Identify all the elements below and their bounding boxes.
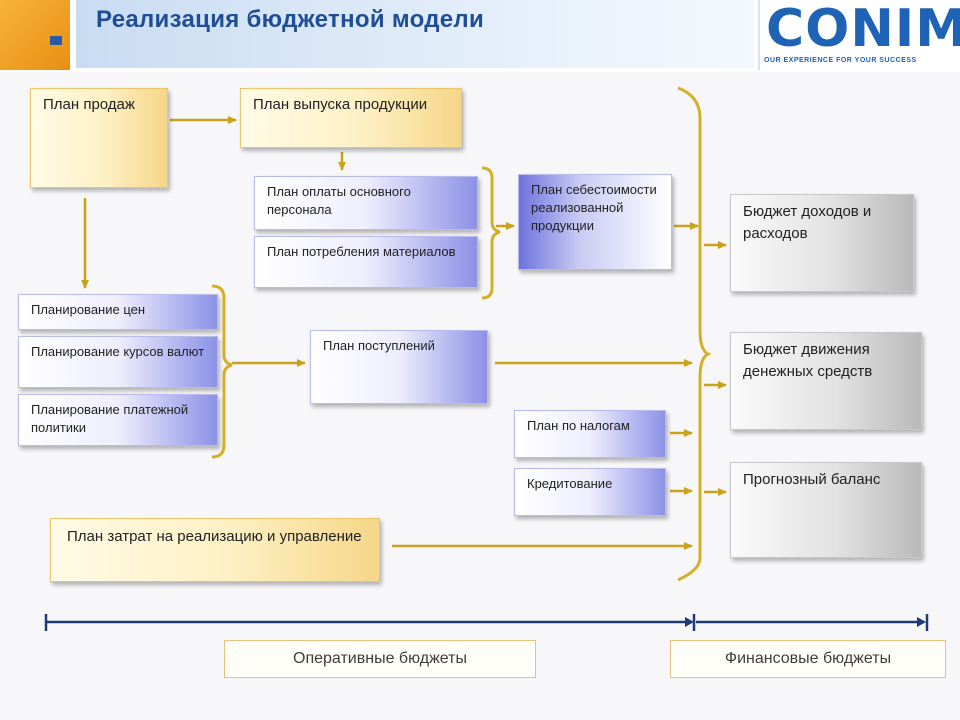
box-price-planning: Планирование цен bbox=[18, 294, 218, 330]
bracket-planning-group bbox=[211, 284, 233, 459]
box-receipts-plan: План поступлений bbox=[310, 330, 488, 404]
timeline bbox=[44, 614, 929, 631]
box-staff-payment-plan: План оплаты основного персонала bbox=[254, 176, 478, 230]
bracket-main bbox=[677, 86, 712, 582]
conim-logo: CONIM OUR EXPERIENCE FOR YOUR SUCCESS bbox=[758, 0, 960, 70]
flow-arrows bbox=[81, 116, 727, 550]
box-cost-plan: План себестоимости реализованной продукц… bbox=[518, 174, 672, 270]
box-sales-plan: План продаж bbox=[30, 88, 168, 188]
box-payment-policy-planning: Планирование платежной политики bbox=[18, 394, 218, 446]
label-operational-budgets: Оперативные бюджеты bbox=[224, 640, 536, 678]
grouping-brackets bbox=[211, 86, 712, 582]
logo-tagline: OUR EXPERIENCE FOR YOUR SUCCESS bbox=[764, 57, 917, 64]
logo-text: CONIM bbox=[766, 0, 960, 59]
bracket-personnel-materials bbox=[481, 166, 501, 300]
label-financial-budgets: Финансовые бюджеты bbox=[670, 640, 946, 678]
box-tax-plan: План по налогам bbox=[514, 410, 666, 458]
header-band: Реализация бюджетной модели bbox=[76, 0, 754, 68]
box-selling-admin-costs: План затрат на реализацию и управление bbox=[50, 518, 380, 582]
box-income-expense-budget: Бюджет доходов и расходов bbox=[730, 194, 914, 292]
box-crediting: Кредитование bbox=[514, 468, 666, 516]
page-title: Реализация бюджетной модели bbox=[96, 6, 485, 33]
box-materials-plan: План потребления материалов bbox=[254, 236, 478, 288]
header: Реализация бюджетной модели CONIM OUR EX… bbox=[0, 0, 960, 72]
box-cash-flow-budget: Бюджет движения денежных средств bbox=[730, 332, 922, 430]
header-accent-square bbox=[50, 36, 62, 45]
box-production-plan: План выпуска продукции bbox=[240, 88, 462, 148]
header-accent-block bbox=[0, 0, 70, 70]
box-currency-planning: Планирование курсов валют bbox=[18, 336, 218, 388]
box-forecast-balance: Прогнозный баланс bbox=[730, 462, 922, 558]
